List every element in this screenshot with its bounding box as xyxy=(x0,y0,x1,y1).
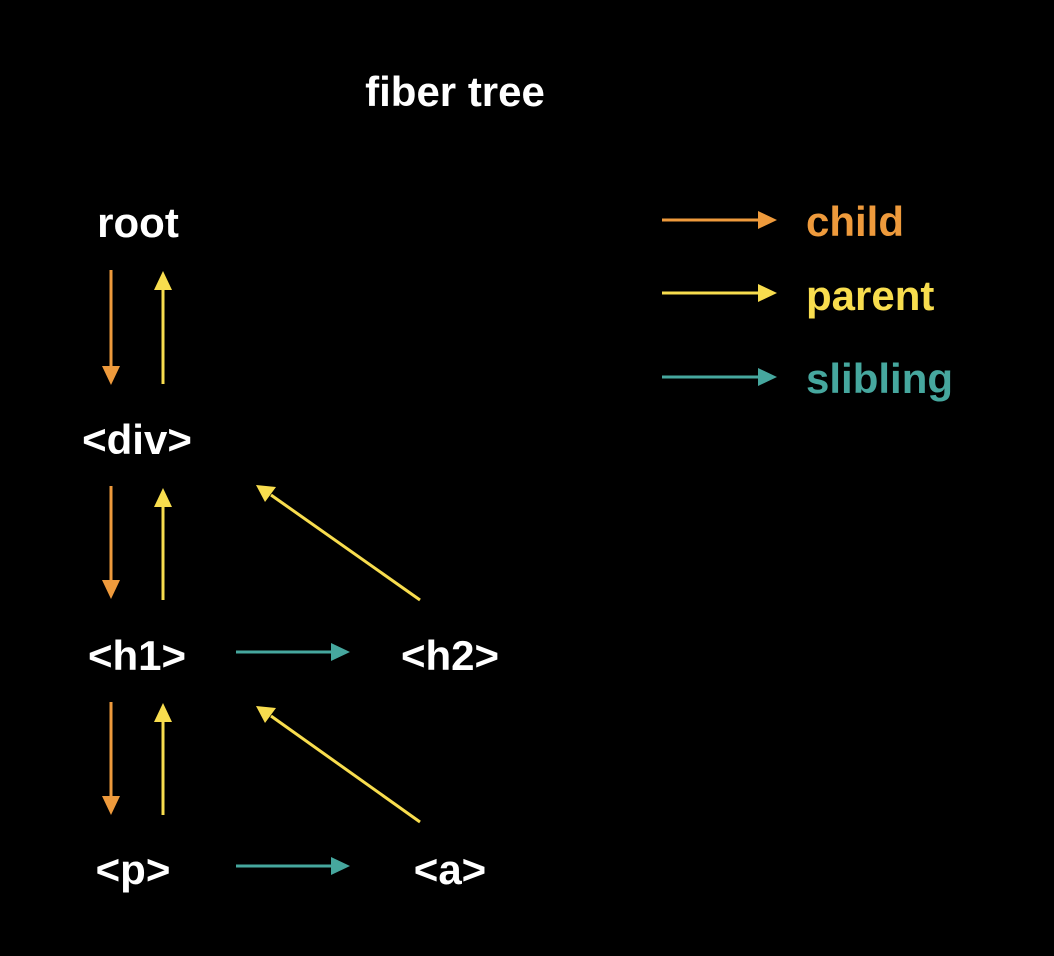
edge-h1-to-p-child-arrowhead xyxy=(102,796,120,815)
edge-p-to-h1-parent-arrowhead xyxy=(154,703,172,722)
node-div: <div> xyxy=(82,416,192,463)
edge-h2-to-div-parent xyxy=(270,493,421,602)
edge-h1-to-div-parent-arrowhead xyxy=(154,488,172,507)
node-p: <p> xyxy=(95,846,171,893)
legend-label-sibling: slibling xyxy=(806,355,953,402)
legend-label-child: child xyxy=(806,198,905,245)
edge-a-to-h1-parent-arrowhead xyxy=(256,706,276,723)
legend-arrow-child-arrowhead xyxy=(758,211,777,229)
edge-a-to-h1-parent xyxy=(270,714,421,824)
legend-arrow-parent-arrowhead xyxy=(758,284,777,302)
edge-p-to-a-sibling-arrowhead xyxy=(331,857,350,875)
edge-root-to-div-child-arrowhead xyxy=(102,366,120,385)
edge-h1-to-h2-sibling-arrowhead xyxy=(331,643,350,661)
legend-arrow-sibling-arrowhead xyxy=(758,368,777,386)
node-h1: <h1> xyxy=(87,632,187,679)
edge-h2-to-div-parent-arrowhead xyxy=(256,485,276,502)
node-a: <a> xyxy=(413,846,487,893)
diagram-title: fiber tree xyxy=(365,68,545,115)
node-h2: <h2> xyxy=(400,632,500,679)
legend-label-parent: parent xyxy=(806,272,935,319)
node-root: root xyxy=(97,199,179,246)
edge-div-to-h1-child-arrowhead xyxy=(102,580,120,599)
edge-div-to-root-parent-arrowhead xyxy=(154,271,172,290)
